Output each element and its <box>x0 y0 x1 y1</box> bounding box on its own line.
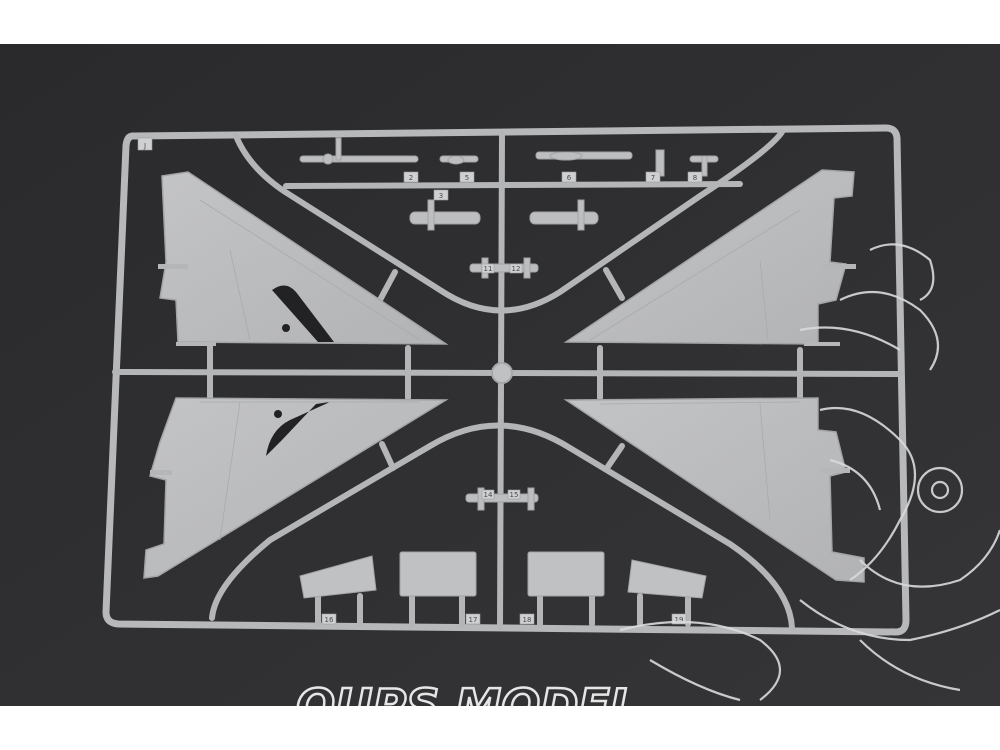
part-number: 14 <box>484 491 493 499</box>
wing-bottom-right <box>563 397 865 583</box>
part-number: 12 <box>512 265 521 273</box>
part-number: 19 <box>675 616 684 624</box>
part-number: 2 <box>409 174 413 182</box>
watermark-mascot <box>619 243 1000 702</box>
top-white-band <box>0 0 1000 44</box>
part-number: 3 <box>439 192 443 200</box>
part-number: 17 <box>469 616 478 624</box>
part-number: 18 <box>523 616 532 624</box>
sprue-frame <box>102 124 910 636</box>
wing-tabs <box>150 264 856 475</box>
flap-parts <box>299 551 707 599</box>
wing-bottom-left <box>143 397 449 579</box>
part-number: 7 <box>651 174 655 182</box>
wing-openings <box>266 285 334 456</box>
part-number-tags: J 2 5 6 7 8 3 11 12 14 15 16 17 18 19 <box>137 137 703 625</box>
part-number: 5 <box>465 174 469 182</box>
part-number: 15 <box>510 491 519 499</box>
bottom-white-band-cover <box>0 706 1000 750</box>
wing-parts <box>143 169 865 583</box>
panel-lines <box>199 199 801 541</box>
part-number: 11 <box>484 265 493 273</box>
sprue-letter: J <box>143 142 146 150</box>
part-number: 8 <box>693 174 697 182</box>
part-number: 6 <box>567 174 572 182</box>
sprue-hub <box>491 362 513 384</box>
part-number: 16 <box>325 616 334 624</box>
sprue-runners <box>112 129 903 631</box>
